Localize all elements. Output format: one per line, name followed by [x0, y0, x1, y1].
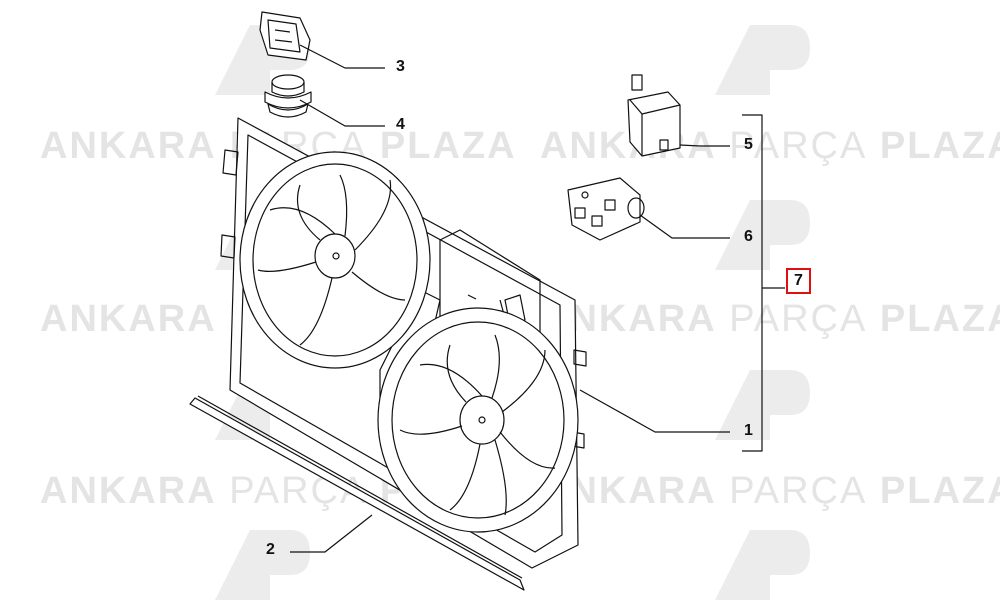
callout-3[interactable]: 3: [396, 58, 405, 75]
watermark-row-1-right: ANKARA PARÇA PLAZA: [540, 125, 1000, 167]
callout-2[interactable]: 2: [266, 541, 275, 558]
resistor-part-6: [567, 177, 645, 241]
callout-7[interactable]: 7: [786, 268, 811, 294]
leader-lines: [290, 44, 785, 553]
fan-left: [239, 151, 431, 369]
relay-part-5: [627, 74, 681, 157]
callout-6[interactable]: 6: [744, 228, 753, 245]
bracket-part-3: [259, 11, 311, 61]
seal-strip-part-2: [189, 395, 525, 591]
grommet-part-4: [264, 74, 312, 118]
callout-4[interactable]: 4: [396, 116, 405, 133]
callout-5[interactable]: 5: [744, 136, 753, 153]
callout-1[interactable]: 1: [744, 422, 753, 439]
fan-right: [377, 307, 579, 533]
